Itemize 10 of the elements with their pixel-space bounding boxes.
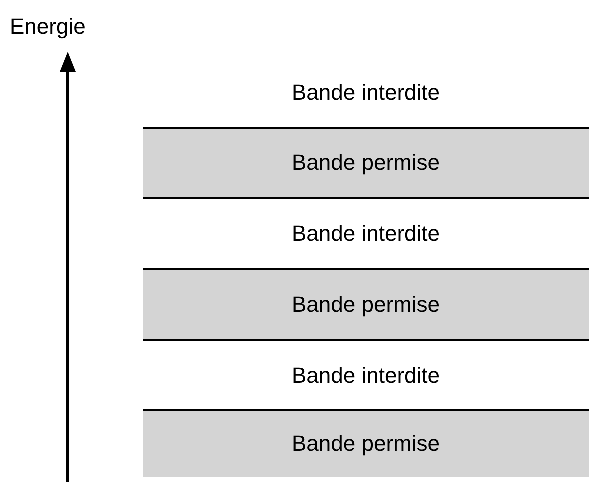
axis-label: Energie — [10, 14, 86, 40]
band-label: Bande interdite — [292, 220, 440, 246]
band-label: Bande interdite — [292, 362, 440, 388]
allowed-band — [143, 127, 589, 199]
allowed-band — [143, 268, 589, 341]
allowed-band — [143, 409, 589, 477]
band-label: Bande permise — [292, 431, 440, 457]
band-label: Bande permise — [292, 292, 440, 318]
band-label: Bande interdite — [292, 80, 440, 106]
band-label: Bande permise — [292, 150, 440, 176]
